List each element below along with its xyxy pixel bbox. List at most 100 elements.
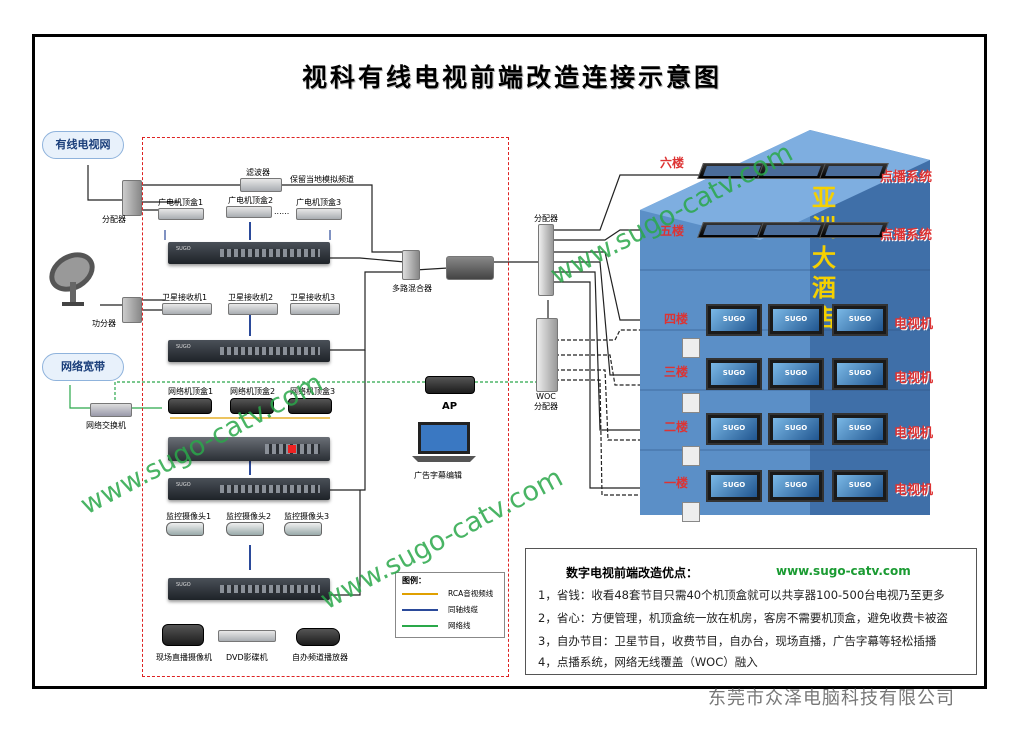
net-stb-device-3: [288, 398, 332, 414]
ap-label: AP: [442, 401, 458, 412]
tv-brand-1a: SUGO: [722, 481, 746, 489]
tv-2a: SUGO: [706, 413, 762, 445]
tv-label-3: 电视机: [894, 371, 934, 386]
stb-label-3: 广电机顶盒3: [296, 198, 342, 207]
sat-label-3: 卫星接收机3: [290, 293, 336, 302]
net-stb-device-2: [230, 398, 274, 414]
tv-3b: SUGO: [768, 358, 824, 390]
media-player-label: 自办频道播放器: [292, 653, 348, 662]
tv-brand-4c: SUGO: [848, 315, 872, 323]
combiner-label: 多路混合器: [392, 284, 432, 293]
ap-device: [425, 376, 475, 394]
filter-label: 滤波器: [246, 168, 270, 177]
net-stb-label-3: 网络机顶盒3: [290, 387, 336, 396]
stb-label-2: 广电机顶盒2: [228, 196, 274, 205]
tv-4c: SUGO: [832, 304, 888, 336]
legend-label-network: 网络线: [448, 621, 471, 630]
modulator-rack-3: SUGO: [168, 478, 330, 500]
vod-label-6: 点播系统: [880, 170, 933, 185]
tv-4b: SUGO: [768, 304, 824, 336]
woc-splitter-device: [536, 318, 558, 392]
legend-label-coax: 同轴线缆: [448, 605, 478, 614]
tv-label-1: 电视机: [894, 483, 934, 498]
vod-terminal-5a: [697, 222, 767, 238]
hotel-name-char-3: 大: [812, 244, 836, 272]
rack-brand-1: SUGO: [176, 246, 191, 252]
woc-splitter-label: WOC 分配器: [534, 392, 558, 411]
tv-2b: SUGO: [768, 413, 824, 445]
advantages-url: www.sugo-catv.com: [776, 564, 911, 578]
sat-device-1: [162, 303, 212, 315]
camera-icon-3: [284, 522, 322, 536]
cable-network-cloud: 有线电视网: [42, 131, 124, 159]
network-switch-label: 网络交换机: [86, 421, 126, 430]
floor-label-1: 一楼: [664, 476, 689, 490]
stb-dots: ......: [274, 207, 290, 216]
advantage-line-2: 2，省心：方便管理，机顶盒统一放在机房，客房不需要机顶盒，避免收费卡被盗: [538, 611, 948, 625]
tv-label-4: 电视机: [894, 317, 934, 332]
live-camera-icon: [162, 624, 204, 646]
broadband-label: 网络宽带: [61, 360, 105, 373]
stb-device-1: [158, 208, 204, 220]
tv-2c: SUGO: [832, 413, 888, 445]
sat-device-3: [290, 303, 340, 315]
floor-label-3: 三楼: [664, 365, 689, 379]
advantages-box: 数字电视前端改造优点： www.sugo-catv.com 1，省钱：收看48套…: [525, 548, 977, 675]
cable-network-label: 有线电视网: [55, 138, 111, 151]
legend-line-rca: [402, 593, 438, 595]
cam-label-2: 监控摄像头2: [226, 512, 272, 521]
tv-brand-2a: SUGO: [722, 424, 746, 432]
combiner-device: [402, 250, 420, 280]
modulator-rack-2: SUGO: [168, 340, 330, 362]
wall-outlet-2: [682, 446, 700, 466]
camera-icon-2: [226, 522, 264, 536]
tv-4a: SUGO: [706, 304, 762, 336]
legend-row-rca: RCA音视频线: [402, 587, 502, 599]
right-splitter-label: 分配器: [534, 214, 558, 223]
stb-label-1: 广电机顶盒1: [158, 198, 204, 207]
legend-line-network: [402, 625, 438, 627]
live-camera-label: 现场直播摄像机: [156, 653, 212, 662]
tv-3c: SUGO: [832, 358, 888, 390]
laptop-label: 广告字幕编辑: [414, 471, 462, 480]
rack-brand-4: SUGO: [176, 582, 191, 588]
sat-device-2: [228, 303, 278, 315]
wall-outlet-4: [682, 338, 700, 358]
stb-device-2: [226, 206, 272, 218]
net-stb-device-1: [168, 398, 212, 414]
dvd-player-icon: [218, 630, 276, 642]
keep-analog-label: 保留当地模拟频道: [290, 175, 354, 184]
rack-brand-3: SUGO: [176, 482, 191, 488]
vod-terminal-5c: [819, 222, 889, 238]
net-stb-label-1: 网络机顶盒1: [168, 387, 214, 396]
wall-outlet-3: [682, 393, 700, 413]
tv-1c: SUGO: [832, 470, 888, 502]
diagram-frame: [32, 34, 987, 689]
tv-brand-1b: SUGO: [784, 481, 808, 489]
diagram-title: 视科有线电视前端改造连接示意图: [301, 63, 722, 92]
legend: 图例： RCA音视频线 同轴线缆 网络线: [395, 572, 505, 638]
splitter-label: 分配器: [102, 215, 126, 224]
modulator-rack-4: SUGO: [168, 578, 330, 600]
advantage-line-1: 1，省钱：收看48套节目只需40个机顶盒就可以共享器100-500台电视乃至更多: [538, 588, 945, 602]
tv-brand-2c: SUGO: [848, 424, 872, 432]
tv-brand-1c: SUGO: [848, 481, 872, 489]
legend-line-coax: [402, 609, 438, 611]
vod-terminal-6c: [819, 163, 889, 179]
vod-terminal-5b: [757, 222, 827, 238]
floor-label-2: 二楼: [664, 420, 689, 434]
legend-label-rca: RCA音视频线: [448, 589, 494, 598]
wall-outlet-1: [682, 502, 700, 522]
splitter-device: [122, 180, 142, 216]
encoder-rack: [168, 437, 330, 461]
company-name: 东莞市众泽电脑科技有限公司: [708, 688, 955, 709]
legend-row-coax: 同轴线缆: [402, 603, 502, 615]
right-splitter-device: [538, 224, 554, 296]
tv-1b: SUGO: [768, 470, 824, 502]
cam-label-1: 监控摄像头1: [166, 512, 212, 521]
media-player-icon: [296, 628, 340, 646]
rack-brand-2: SUGO: [176, 344, 191, 350]
tv-brand-3b: SUGO: [784, 369, 808, 377]
floor-label-4: 四楼: [664, 312, 689, 326]
camera-icon-1: [166, 522, 204, 536]
